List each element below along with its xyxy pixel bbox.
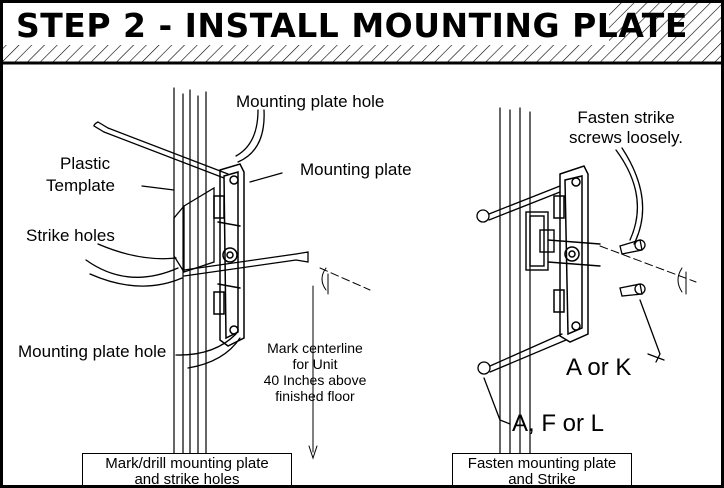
plastic-template-arrow	[141, 185, 175, 191]
centerline-line-1: Mark centerline	[267, 340, 363, 356]
left-mounting-plate	[213, 163, 245, 347]
left-centerline	[308, 267, 371, 460]
screw-lower-left	[477, 333, 567, 375]
label-plastic-1: Plastic	[60, 154, 111, 173]
label-a-f-or-l: A, F or L	[512, 410, 605, 437]
step-title: STEP 2 - INSTALL MOUNTING PLATE	[16, 6, 688, 45]
drill-bit-upper	[93, 121, 229, 179]
a-f-or-l-pointer	[483, 377, 511, 425]
label-template: Template	[46, 176, 115, 195]
label-mounting-plate-hole-top: Mounting plate hole	[236, 92, 385, 111]
step-header: STEP 2 - INSTALL MOUNTING PLATE	[2, 2, 722, 64]
right-centerline	[599, 245, 697, 295]
right-caption-box: Fasten mounting plate and Strike	[452, 453, 632, 488]
plastic-template	[173, 186, 215, 273]
left-caption-line-2: and strike holes	[134, 471, 240, 488]
right-mounting-plate	[553, 165, 589, 343]
label-mounting-plate: Mounting plate	[300, 160, 412, 179]
left-door-frame	[173, 87, 207, 477]
screw-strike-upper	[619, 239, 646, 255]
fasten-note: Fasten strike screws loosely.	[556, 108, 696, 148]
strike-hole-arrows	[85, 243, 183, 287]
right-door-frame	[499, 107, 531, 477]
left-caption-line-1: Mark/drill mounting plate	[105, 455, 269, 472]
mounting-plate-hole-bottom-arrow	[175, 333, 241, 369]
fasten-line-2: screws loosely.	[569, 128, 683, 147]
centerline-line-2: for Unit	[292, 356, 338, 372]
mounting-plate-hole-top-arrow	[235, 109, 265, 163]
label-a-or-k: A or K	[566, 354, 632, 381]
a-or-k-pointer	[639, 299, 661, 363]
left-caption-box: Mark/drill mounting plate and strike hol…	[82, 453, 292, 488]
right-caption-line-2: and Strike	[508, 471, 576, 488]
fasten-arrow	[615, 147, 644, 245]
centerline-line-4: finished floor	[275, 388, 355, 404]
centerline-note: Mark centerline for Unit 40 Inches above…	[250, 340, 380, 404]
strike-assembly	[525, 211, 601, 271]
drill-bit-lower	[183, 251, 309, 277]
centerline-line-3: 40 Inches above	[263, 372, 367, 388]
screw-strike-lower	[619, 283, 646, 297]
right-caption-line-1: Fasten mounting plate	[467, 455, 617, 472]
label-strike-holes: Strike holes	[26, 226, 115, 245]
label-mounting-plate-hole-bottom: Mounting plate hole	[18, 342, 167, 361]
mounting-plate-arrow	[249, 172, 283, 183]
fasten-line-1: Fasten strike	[577, 108, 675, 127]
screw-upper-left	[476, 185, 561, 223]
